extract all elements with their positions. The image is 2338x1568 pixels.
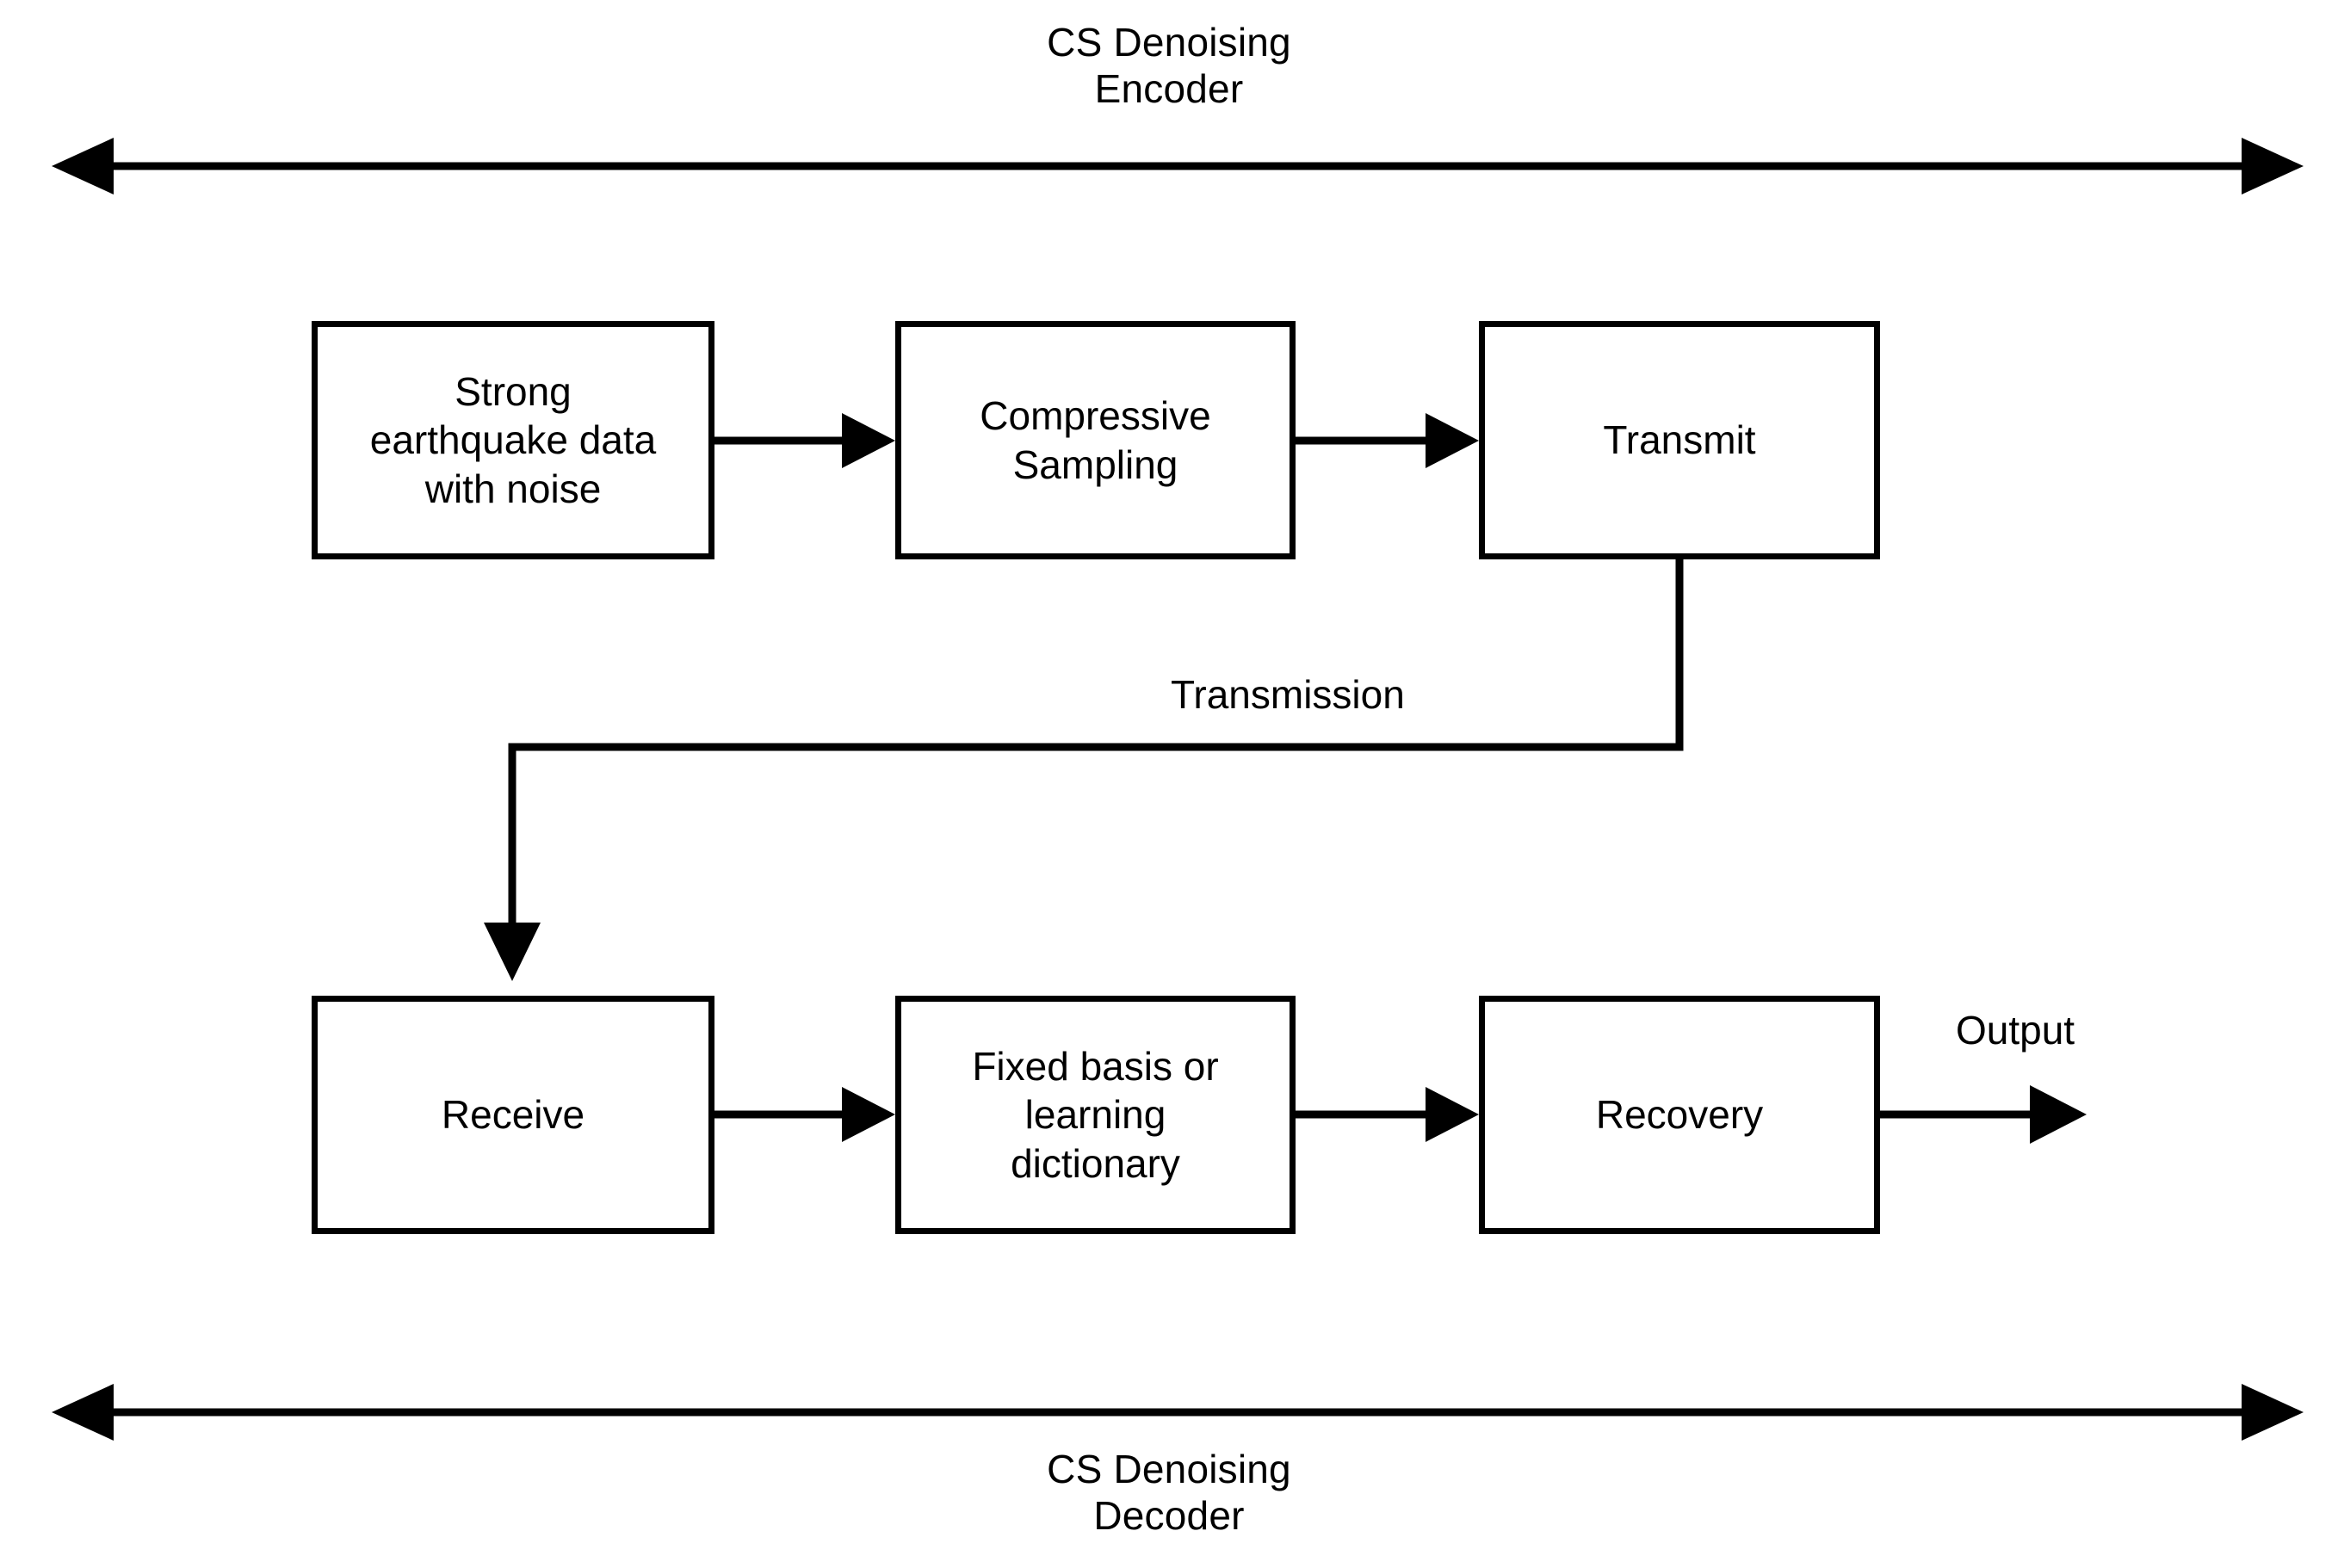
node-label: Recovery [1595,1092,1764,1138]
edge-transmit-to-receive [484,559,1684,981]
edge-label-transmission: Transmission [1171,672,1405,717]
decoder-span-label: CS Denoising Decoder [1047,1447,1291,1539]
node-receive[interactable]: Receive [312,996,714,1234]
node-recovery[interactable]: Recovery [1479,996,1880,1234]
decoder-span-arrow [52,1384,2304,1441]
node-strong-earthquake-data-with-noise[interactable]: Strong earthquake data with noise [312,321,714,559]
encoder-span-label: CS Denoising Encoder [1047,20,1291,112]
edge-recovery-to-output [1880,1085,2087,1144]
node-compressive-sampling[interactable]: Compressive Sampling [895,321,1296,559]
node-label: Compressive Sampling [980,393,1211,487]
node-transmit[interactable]: Transmit [1479,321,1880,559]
edge-data-to-sampling [714,413,895,468]
edge-label-output: Output [1956,1008,2075,1053]
edge-sampling-to-transmit [1296,413,1479,468]
node-fixed-basis-or-learning-dictionary[interactable]: Fixed basis or learning dictionary [895,996,1296,1234]
edge-dictionary-to-recovery [1296,1087,1479,1142]
node-label: Receive [441,1092,585,1138]
node-label: Strong earthquake data with noise [369,369,657,511]
encoder-span-arrow [52,138,2304,194]
node-label: Transmit [1603,417,1756,463]
node-label: Fixed basis or learning dictionary [972,1044,1219,1186]
edge-receive-to-dictionary [714,1087,895,1142]
